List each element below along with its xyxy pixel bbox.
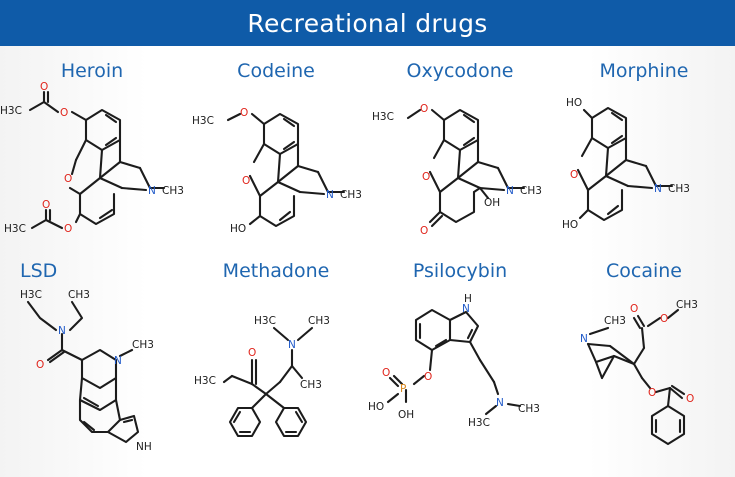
atom-label: O (686, 393, 694, 405)
drug-name: Codeine (237, 60, 315, 82)
atom-label: N (288, 339, 296, 351)
atom-label: CH3 (668, 183, 690, 195)
drug-name: LSD (20, 260, 58, 282)
atom-label: O (630, 303, 638, 315)
drug-card-oxycodone: Oxycodone H3C O (368, 60, 552, 268)
atom-label: H3C (192, 115, 214, 127)
bonds (28, 90, 166, 230)
atom-label: N (58, 325, 66, 337)
bonds (222, 326, 314, 438)
drug-name: Methadone (222, 260, 330, 282)
structure-heroin: H3C O O O N CH3 O O H3C (0, 81, 184, 235)
atom-label: O (420, 103, 428, 115)
atom-label: O (248, 347, 256, 359)
atom-label: N (496, 397, 504, 409)
drug-card-morphine: Morphine HO O N CH3 HO (552, 60, 735, 268)
atom-label: O (40, 81, 48, 93)
atom-label: O (36, 359, 44, 371)
atom-label: CH3 (518, 403, 540, 415)
drug-card-psilocybin: Psilocybin H N O (368, 260, 552, 468)
drug-card-lsd: LSD H3C CH3 N O N C (0, 260, 184, 468)
atom-label: HO (368, 401, 384, 413)
atom-label: O (570, 169, 578, 181)
atom-label: H3C (468, 417, 490, 429)
atom-label: OH (484, 197, 500, 209)
atom-label: CH3 (520, 185, 542, 197)
atom-label: CH3 (68, 289, 90, 301)
atom-label: O (420, 225, 428, 237)
structure-psilocybin: H N O O P HO OH N H3C CH3 (368, 293, 540, 429)
atom-label: O (648, 387, 656, 399)
drug-name: Heroin (60, 60, 124, 82)
atom-label: N (326, 189, 334, 201)
drug-card-codeine: Codeine H3C O O N (184, 60, 368, 268)
atom-label: HO (562, 219, 578, 231)
atom-label: HO (566, 97, 582, 109)
atom-label: O (64, 223, 72, 235)
atom-label: O (64, 173, 72, 185)
structure-methadone: H3C CH3 N O H3C CH3 (194, 315, 330, 438)
atom-label: N (506, 185, 514, 197)
bonds (226, 112, 346, 228)
atom-label: N (462, 303, 470, 315)
atom-label: O (240, 107, 248, 119)
atom-label: CH3 (308, 315, 330, 327)
atom-label: O (424, 371, 432, 383)
drug-card-cocaine: Cocaine (552, 260, 735, 468)
bonds (576, 106, 674, 222)
structure-codeine: H3C O O N CH3 HO (192, 107, 362, 235)
atom-label: O (422, 171, 430, 183)
header-bar: Recreational drugs (0, 0, 735, 46)
bonds (386, 308, 522, 416)
atom-label: N (654, 183, 662, 195)
drug-name: Oxycodone (406, 60, 514, 82)
drug-name: Cocaine (606, 260, 682, 282)
atom-label: O (242, 175, 250, 187)
atom-label: H3C (194, 375, 216, 387)
structure-cocaine: N CH3 O O CH3 O O (580, 299, 698, 446)
atom-label: H3C (254, 315, 276, 327)
atom-label: N (148, 185, 156, 197)
atom-label: CH3 (300, 379, 322, 391)
atom-label: H3C (4, 223, 26, 235)
atom-label: O (42, 199, 50, 211)
structure-lsd: H3C CH3 N O N CH3 NH (20, 289, 154, 453)
atom-label: CH3 (676, 299, 698, 311)
atom-label: O (382, 367, 390, 379)
structure-morphine: HO O N CH3 HO (562, 97, 690, 231)
page-title: Recreational drugs (247, 8, 488, 38)
atom-label: CH3 (340, 189, 362, 201)
atom-label: OH (398, 409, 414, 421)
atom-label: O (660, 313, 668, 325)
atom-label: H3C (20, 289, 42, 301)
bonds (406, 108, 526, 228)
bonds (586, 308, 686, 446)
bonds (26, 300, 140, 444)
atom-label: P (400, 383, 406, 395)
structure-oxycodone: H3C O O N CH3 OH O (372, 103, 542, 237)
drug-name: Morphine (599, 60, 689, 82)
atom-label: O (60, 107, 68, 119)
atom-label: H3C (372, 111, 394, 123)
drug-name: Psilocybin (412, 260, 508, 282)
atom-label: HO (230, 223, 246, 235)
atom-label: CH3 (162, 185, 184, 197)
drug-card-heroin: Heroin (0, 60, 184, 268)
atom-label: CH3 (604, 315, 626, 327)
atom-label: H (464, 293, 472, 305)
atom-label: NH (136, 441, 152, 453)
atom-label: N (114, 355, 122, 367)
atom-label: CH3 (132, 339, 154, 351)
drug-card-methadone: Methadone (184, 260, 368, 468)
atom-label: H3C (0, 105, 22, 117)
atom-label: N (580, 333, 588, 345)
